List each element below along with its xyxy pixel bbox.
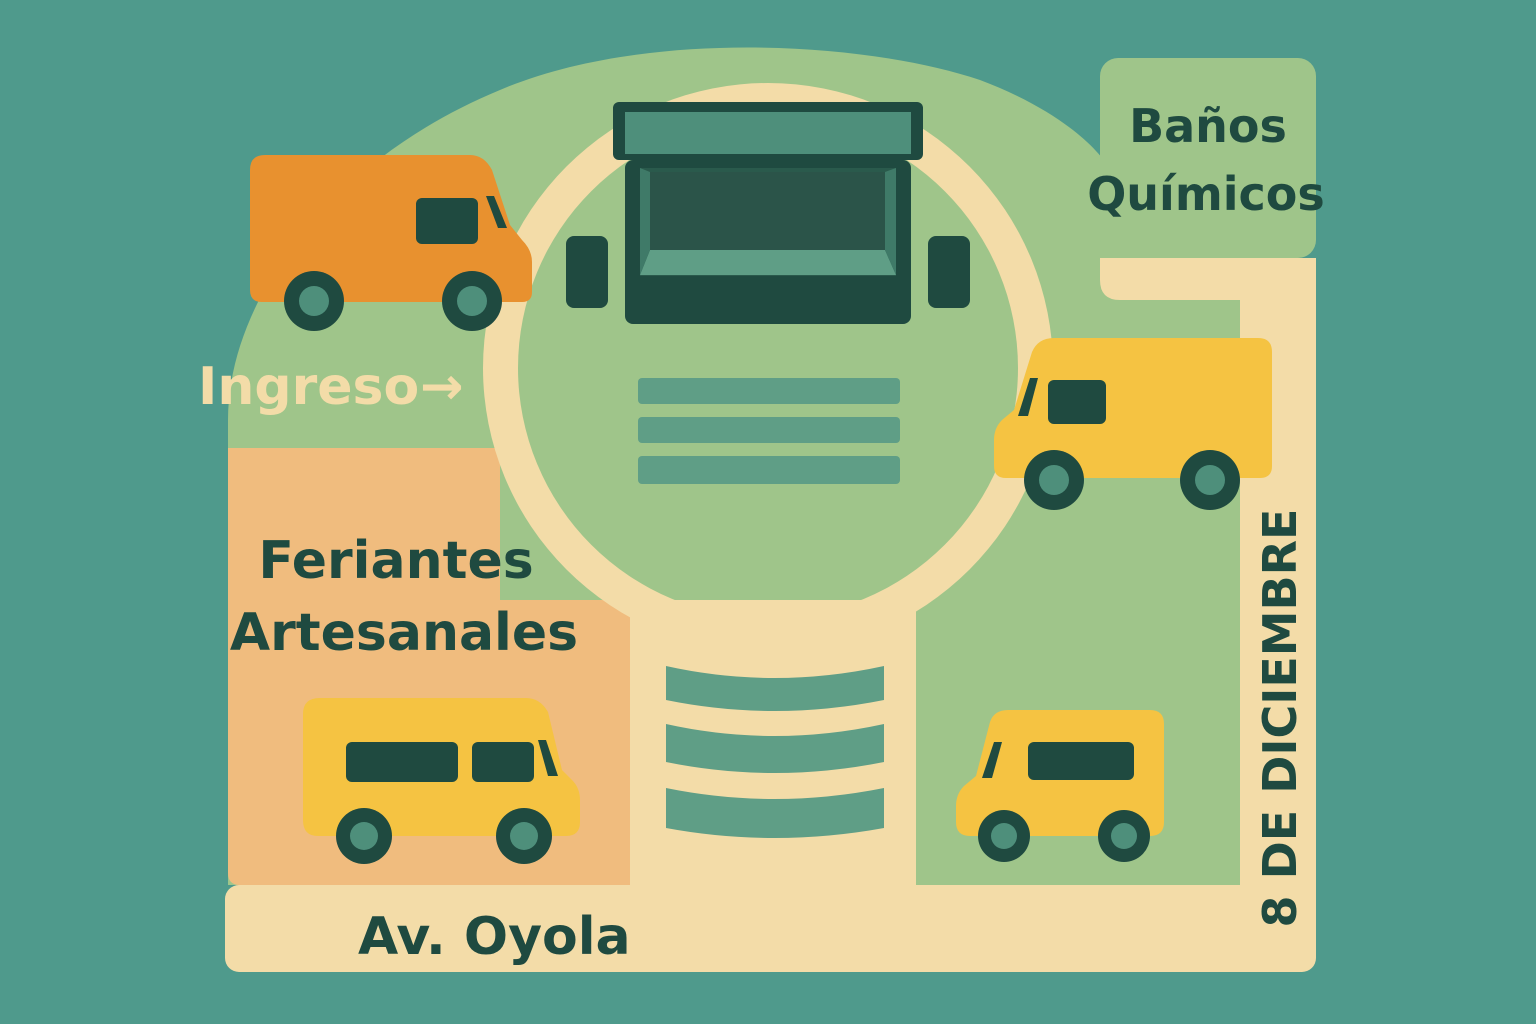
van-icon [250, 155, 532, 331]
banos-zone [1100, 58, 1316, 258]
van-icon [303, 698, 580, 864]
arrow-right-icon: → [420, 357, 464, 417]
stage-icon [566, 102, 970, 324]
feriantes-label-line1: Feriantes [258, 531, 533, 591]
grandstand [666, 666, 884, 838]
van-icon [956, 710, 1164, 862]
av-oyola-label: Av. Oyola [358, 907, 631, 967]
banos-label-line2: Químicos [1087, 167, 1325, 221]
calle-8-diciembre-label: 8 DE DICIEMBRE [1253, 509, 1307, 928]
van-icon [994, 338, 1272, 510]
ingreso-label: Ingreso [198, 357, 419, 417]
av-oyola-road [225, 885, 1316, 972]
banos-label-line1: Baños [1129, 99, 1287, 153]
feriantes-label-line2: Artesanales [230, 603, 578, 663]
seating-rows [638, 378, 900, 484]
